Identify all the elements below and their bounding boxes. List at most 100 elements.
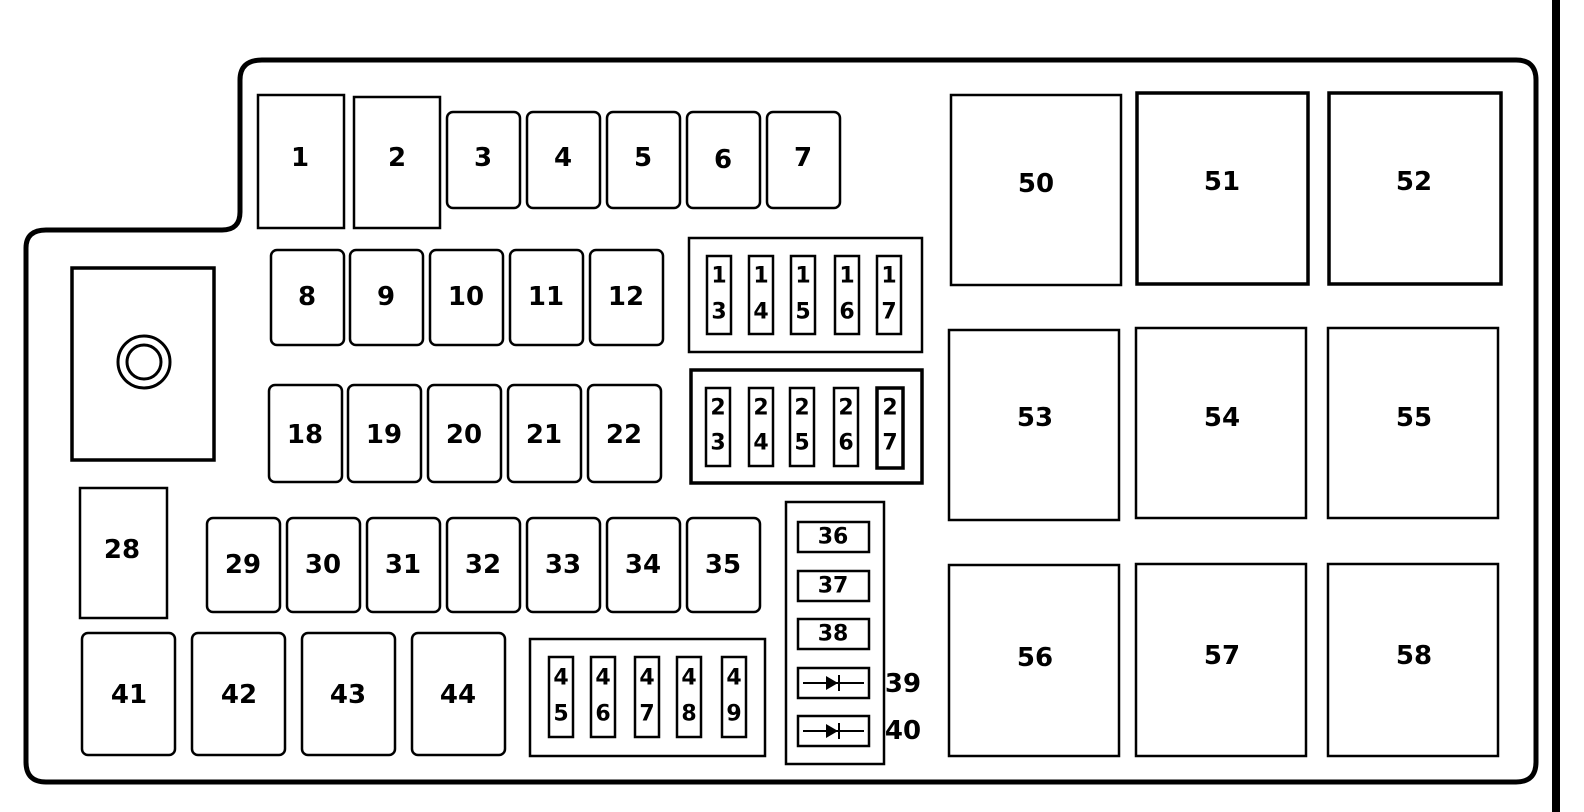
- fuse-35: 35: [685, 516, 762, 614]
- svg-text:1: 1: [711, 264, 726, 289]
- fuse-41: 41: [80, 631, 177, 757]
- fuse-42: 42: [190, 631, 287, 757]
- fuse-label: 32: [465, 550, 501, 580]
- relay-58: 58: [1326, 562, 1500, 758]
- relay-label: 52: [1396, 167, 1432, 197]
- svg-text:6: 6: [595, 702, 610, 727]
- svg-text:5: 5: [795, 300, 810, 325]
- fuse-label: 31: [385, 550, 421, 580]
- svg-text:36: 36: [818, 525, 849, 550]
- fuse-46: 46: [589, 655, 617, 739]
- relay-52: 52: [1327, 91, 1503, 286]
- fuse-4: 4: [525, 110, 602, 210]
- fuse-diode-block-36-40: 36 37 38: [784, 500, 886, 766]
- fuse-2: 2: [352, 95, 442, 230]
- relay-label: 56: [1017, 643, 1053, 673]
- fuse-33: 33: [525, 516, 602, 614]
- svg-text:6: 6: [839, 300, 854, 325]
- mounting-block: [70, 266, 216, 462]
- fuse-label: 42: [221, 680, 257, 710]
- fuse-label: 2: [388, 143, 406, 173]
- relay-50: 50: [949, 93, 1123, 287]
- svg-text:3: 3: [710, 431, 725, 456]
- fuse-18: 18: [267, 383, 344, 484]
- relay-54: 54: [1134, 326, 1308, 520]
- fuse-label: 4: [554, 143, 572, 173]
- diode-40-label: 40: [885, 716, 921, 746]
- fuse-6: 6: [685, 110, 762, 210]
- fuse-7: 7: [765, 110, 842, 210]
- svg-text:4: 4: [726, 666, 741, 691]
- svg-text:1: 1: [795, 264, 810, 289]
- svg-text:2: 2: [710, 396, 725, 421]
- fuse-label: 11: [528, 282, 564, 312]
- fuse-5: 5: [605, 110, 682, 210]
- fuse-43: 43: [300, 631, 397, 757]
- svg-text:2: 2: [753, 396, 768, 421]
- mini-fuse-block-45-49: 4 5 46 4 7 4 8 4 9: [528, 637, 767, 758]
- fuse-25: 25: [788, 386, 816, 468]
- relay-label: 51: [1204, 167, 1240, 197]
- fuse-23: 23: [704, 386, 732, 468]
- svg-text:2: 2: [882, 396, 897, 421]
- fuse-label: 12: [608, 282, 644, 312]
- fuse-label: 35: [705, 550, 741, 580]
- fuse-label: 8: [298, 282, 316, 312]
- svg-text:6: 6: [838, 431, 853, 456]
- fuse-label: 30: [305, 550, 341, 580]
- fuse-20: 20: [426, 383, 503, 484]
- relay-57: 57: [1134, 562, 1308, 758]
- svg-text:2: 2: [838, 396, 853, 421]
- fuse-label: 34: [625, 550, 661, 580]
- fuse-29: 29: [205, 516, 282, 614]
- fuse-label: 1: [291, 143, 309, 173]
- fuse-label: 41: [111, 680, 147, 710]
- fuse-34: 34: [605, 516, 682, 614]
- svg-text:4: 4: [753, 300, 768, 325]
- relay-label: 50: [1018, 169, 1054, 199]
- fuse-label: 28: [104, 535, 140, 565]
- fuse-10: 10: [428, 248, 505, 347]
- mini-fuse-block-23-27: 23 24 25 26 27: [689, 368, 924, 485]
- fuse-8: 8: [269, 248, 346, 347]
- svg-text:37: 37: [818, 574, 849, 599]
- svg-text:7: 7: [881, 300, 896, 325]
- fuse-32: 32: [445, 516, 522, 614]
- svg-text:1: 1: [753, 264, 768, 289]
- diode-39: [796, 666, 871, 700]
- relay-label: 58: [1396, 641, 1432, 671]
- fuse-22: 22: [586, 383, 663, 484]
- svg-text:5: 5: [553, 702, 568, 727]
- fuse-37: 37: [796, 569, 871, 603]
- svg-text:9: 9: [726, 702, 741, 727]
- svg-text:3: 3: [711, 300, 726, 325]
- svg-text:5: 5: [794, 431, 809, 456]
- fuse-19: 19: [346, 383, 423, 484]
- fuse-44: 44: [410, 631, 507, 757]
- svg-text:4: 4: [553, 666, 568, 691]
- svg-text:2: 2: [794, 396, 809, 421]
- fuse-14: 14: [747, 254, 775, 336]
- fuse-label: 3: [474, 143, 492, 173]
- fuse-30: 30: [285, 516, 362, 614]
- svg-text:8: 8: [681, 702, 696, 727]
- fuse-label: 7: [794, 143, 812, 173]
- diode-icon: [826, 676, 838, 690]
- fuse-9: 9: [348, 248, 425, 347]
- fuse-24: 24: [747, 386, 775, 468]
- fuse-36: 36: [796, 520, 871, 554]
- fuse-label: 10: [448, 282, 484, 312]
- fuse-label: 6: [714, 145, 732, 175]
- diode-icon: [826, 724, 838, 738]
- fuse-label: 19: [366, 420, 402, 450]
- fuse-28: 28: [78, 486, 169, 620]
- diode-39-label: 39: [885, 669, 921, 699]
- fuse-17: 17: [875, 254, 903, 336]
- fuse-label: 5: [634, 143, 652, 173]
- svg-text:4: 4: [681, 666, 696, 691]
- relay-label: 53: [1017, 403, 1053, 433]
- diode-40: [796, 714, 871, 748]
- svg-text:7: 7: [639, 702, 654, 727]
- svg-text:4: 4: [639, 666, 654, 691]
